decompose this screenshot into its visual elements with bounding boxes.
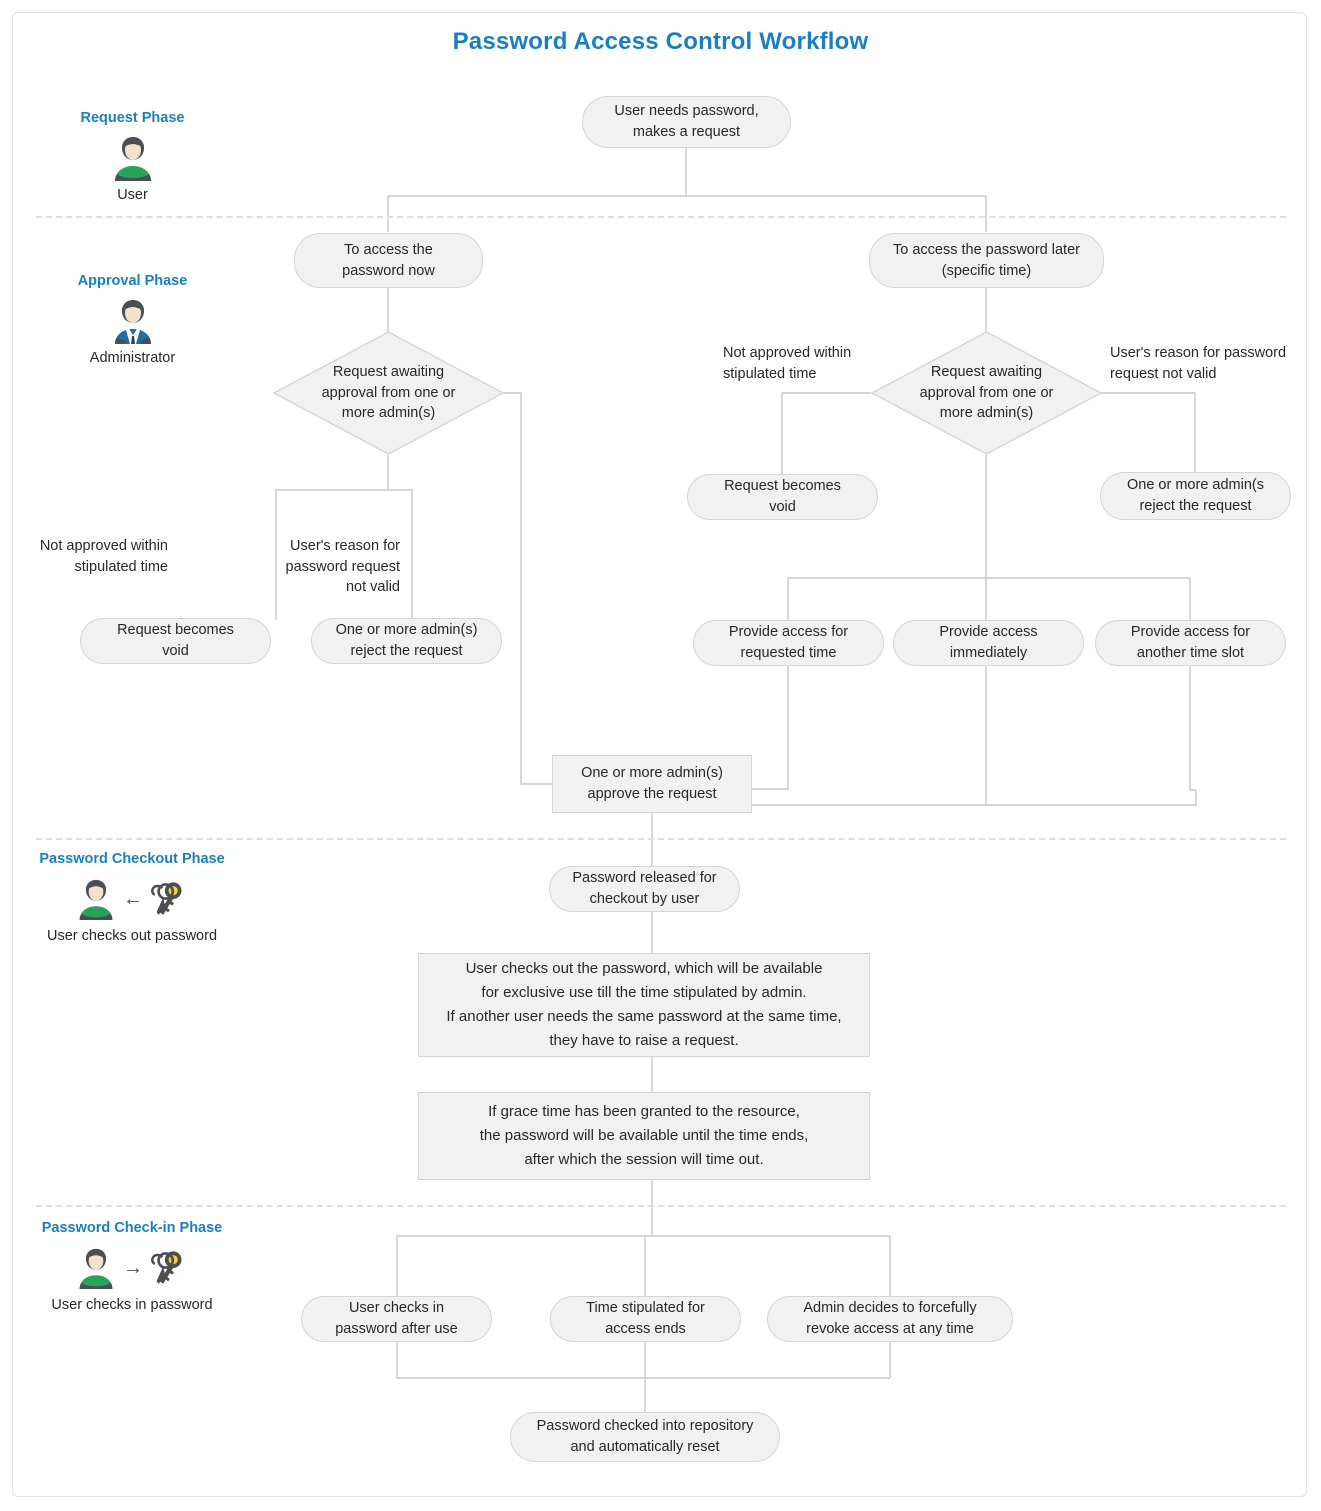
node-password-released[interactable]: Password released for checkout by user — [549, 866, 740, 912]
phase-checkin-title: Password Check-in Phase — [41, 1220, 223, 1236]
divider-approval-checkout — [36, 838, 1286, 840]
phase-checkout-caption: User checks out password — [46, 928, 218, 944]
diamond-shape — [273, 331, 504, 455]
node-left-reject[interactable]: One or more admin(s) reject the request — [311, 618, 502, 664]
keys-icon — [151, 1251, 182, 1284]
user-figure-icon — [79, 879, 113, 920]
node-decision-left-label: Request awaiting approval from one or mo… — [321, 364, 456, 422]
node-password-checked-in[interactable]: Password checked into repository and aut… — [510, 1412, 780, 1462]
admin-figure-icon — [114, 300, 151, 344]
divider-checkout-checkin — [36, 1205, 1286, 1207]
edge-label-left-reason-invalid: User's reason for password request not v… — [285, 538, 400, 596]
phase-request-icons — [35, 132, 230, 184]
diamond-shape — [871, 331, 1102, 455]
node-decision-right[interactable]: Request awaiting approval from one or mo… — [871, 331, 1102, 455]
arrow-right-icon: → — [123, 1257, 143, 1279]
phase-approval-title: Approval Phase — [77, 273, 188, 289]
node-provide-immediately[interactable]: Provide access immediately — [893, 620, 1084, 666]
node-approve-request[interactable]: One or more admin(s) approve the request — [552, 755, 752, 813]
node-access-later[interactable]: To access the password later (specific t… — [869, 233, 1104, 288]
phase-checkin-caption: User checks in password — [51, 1297, 213, 1313]
node-checkin-user[interactable]: User checks in password after use — [301, 1296, 492, 1342]
node-right-void[interactable]: Request becomes void — [687, 474, 878, 520]
node-decision-left[interactable]: Request awaiting approval from one or mo… — [273, 331, 504, 455]
edge-label-right-reason-invalid: User's reason for password request not v… — [1110, 345, 1287, 382]
arrow-left-icon: ← — [123, 888, 143, 910]
node-provide-requested-time[interactable]: Provide access for requested time — [693, 620, 884, 666]
node-decision-right-label: Request awaiting approval from one or mo… — [919, 364, 1054, 422]
phase-approval-caption: Administrator — [89, 350, 176, 366]
edge-label-right-not-approved: Not approved within stipulated time — [723, 345, 852, 382]
node-access-now[interactable]: To access the password now — [294, 233, 483, 288]
phase-request: Request Phase User — [35, 110, 230, 203]
phase-checkout-icons: ← — [22, 873, 242, 925]
keys-icon — [151, 882, 182, 915]
user-figure-icon — [114, 137, 151, 181]
node-left-void[interactable]: Request becomes void — [80, 618, 271, 664]
phase-approval-icons — [35, 295, 230, 347]
phase-checkin-icons: → — [22, 1242, 242, 1294]
node-checkin-admin-revoke[interactable]: Admin decides to forcefully revoke acces… — [767, 1296, 1013, 1342]
phase-checkout-title: Password Checkout Phase — [39, 851, 225, 867]
phase-request-title: Request Phase — [80, 110, 185, 126]
phase-checkout: Password Checkout Phase ← User ch — [22, 851, 242, 944]
phase-checkin: Password Check-in Phase → User ch — [22, 1220, 242, 1313]
node-checkin-time-ends[interactable]: Time stipulated for access ends — [550, 1296, 741, 1342]
page-title: Password Access Control Workflow — [452, 28, 869, 55]
node-right-reject[interactable]: One or more admin(s reject the request — [1100, 472, 1291, 520]
note-grace-time: If grace time has been granted to the re… — [418, 1092, 870, 1180]
phase-request-caption: User — [117, 187, 148, 203]
edge-label-left-not-approved: Not approved within stipulated time — [39, 538, 168, 575]
note-checkout-details: User checks out the password, which will… — [418, 953, 870, 1057]
phase-approval: Approval Phase Administrator — [35, 273, 230, 366]
node-start[interactable]: User needs password, makes a request — [582, 96, 791, 148]
user-figure-icon — [79, 1248, 113, 1289]
node-provide-another-slot[interactable]: Provide access for another time slot — [1095, 620, 1286, 666]
divider-request-approval — [36, 216, 1286, 218]
